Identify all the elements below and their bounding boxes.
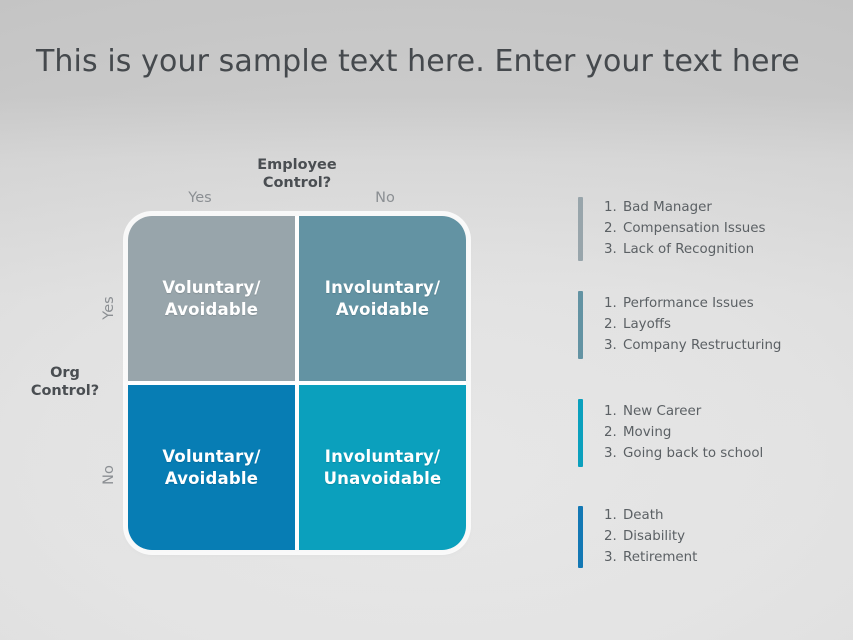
row-tick-yes: Yes — [101, 296, 117, 320]
list-item-label: Retirement — [623, 549, 698, 565]
list-item-number: 1. — [604, 508, 617, 523]
list-item-label: Moving — [623, 424, 672, 440]
column-axis-title: Employee Control? — [257, 157, 337, 191]
column-tick-yes: Yes — [188, 190, 212, 206]
list-item-number: 2. — [604, 424, 617, 440]
list-item: 2. Layoffs — [604, 315, 781, 336]
list-accent-bar — [578, 506, 583, 569]
list-item: 1. Death — [604, 506, 697, 527]
quadrant-involuntary-avoidable[interactable]: Involuntary/ Avoidable — [299, 216, 466, 381]
list-item: 3. Retirement — [604, 548, 697, 569]
quadrant-matrix-grid: Voluntary/ Avoidable Involuntary/ Avoida… — [128, 216, 466, 550]
list-item-number: 2. — [604, 528, 617, 544]
list-item: 3. Company Restructuring — [604, 336, 781, 357]
list-item-number: 3. — [604, 445, 617, 461]
list-involuntary-unavoidable: 1. New Career 2. Moving 3. Going back to scho… — [578, 386, 763, 481]
quadrant-label: Involuntary/ Unavoidable — [323, 447, 442, 488]
quadrant-label: Involuntary/ Avoidable — [324, 278, 441, 319]
list-item: 1. Bad Manager — [604, 198, 766, 219]
quadrant-involuntary-unavoidable[interactable]: Involuntary/ Unavoidable — [299, 385, 466, 550]
list-item-number: 3. — [604, 241, 617, 257]
list-accent-bar — [578, 197, 583, 262]
list-accent-bar — [578, 291, 583, 360]
quadrant-voluntary-avoidable-top[interactable]: Voluntary/ Avoidable — [128, 216, 295, 381]
list-item: 3. Lack of Recognition — [604, 240, 766, 261]
list-item: 2. Moving — [604, 423, 763, 444]
list-item-number: 1. — [604, 404, 617, 419]
list-item-number: 3. — [604, 549, 617, 565]
list-item-number: 2. — [604, 316, 617, 332]
list-item-label: New Career — [623, 404, 702, 419]
list-item: 3. Going back to school — [604, 444, 763, 465]
page-title: This is your sample text here. Enter you… — [36, 44, 800, 79]
quadrant-label: Voluntary/ Avoidable — [162, 447, 261, 488]
list-item-label: Performance Issues — [623, 296, 754, 311]
list-item-label: Lack of Recognition — [623, 241, 755, 257]
list-item-label: Company Restructuring — [623, 337, 782, 353]
list-item: 1. Performance Issues — [604, 294, 781, 315]
list-item-number: 1. — [604, 296, 617, 311]
row-axis-title: Org Control? — [30, 365, 100, 399]
list-items: 1. Performance Issues 2. Layoffs 3. Company R… — [604, 294, 781, 357]
list-item-number: 1. — [604, 200, 617, 215]
list-item-label: Going back to school — [623, 445, 764, 461]
example-lists: 1. Bad Manager 2. Compensation Issues 3. Lack… — [578, 174, 844, 569]
list-item-number: 3. — [604, 337, 617, 353]
list-items: 1. Death 2. Disability 3. Retirement — [604, 506, 697, 569]
list-item-label: Bad Manager — [623, 200, 712, 215]
quadrant-matrix: Voluntary/ Avoidable Involuntary/ Avoida… — [128, 216, 466, 550]
column-tick-no: No — [375, 190, 395, 206]
list-item: 1. New Career — [604, 402, 763, 423]
list-item-label: Compensation Issues — [623, 220, 766, 236]
list-item: 2. Disability — [604, 527, 697, 548]
quadrant-voluntary-avoidable-bottom[interactable]: Voluntary/ Avoidable — [128, 385, 295, 550]
list-accent-bar — [578, 399, 583, 468]
list-involuntary-avoidable: 1. Performance Issues 2. Layoffs 3. Company R… — [578, 278, 781, 373]
list-item-label: Disability — [623, 528, 686, 544]
list-item-label: Layoffs — [623, 316, 671, 332]
list-items: 1. New Career 2. Moving 3. Going back to scho… — [604, 402, 763, 465]
list-item-label: Death — [623, 508, 664, 523]
list-item: 2. Compensation Issues — [604, 219, 766, 240]
row-tick-no: No — [101, 465, 117, 485]
list-items: 1. Bad Manager 2. Compensation Issues 3. Lack… — [604, 198, 766, 261]
list-voluntary-avoidable-top: 1. Bad Manager 2. Compensation Issues 3. Lack… — [578, 182, 766, 277]
list-voluntary-avoidable-bottom: 1. Death 2. Disability 3. Retirement — [578, 490, 697, 585]
list-item-number: 2. — [604, 220, 617, 236]
quadrant-label: Voluntary/ Avoidable — [162, 278, 261, 319]
